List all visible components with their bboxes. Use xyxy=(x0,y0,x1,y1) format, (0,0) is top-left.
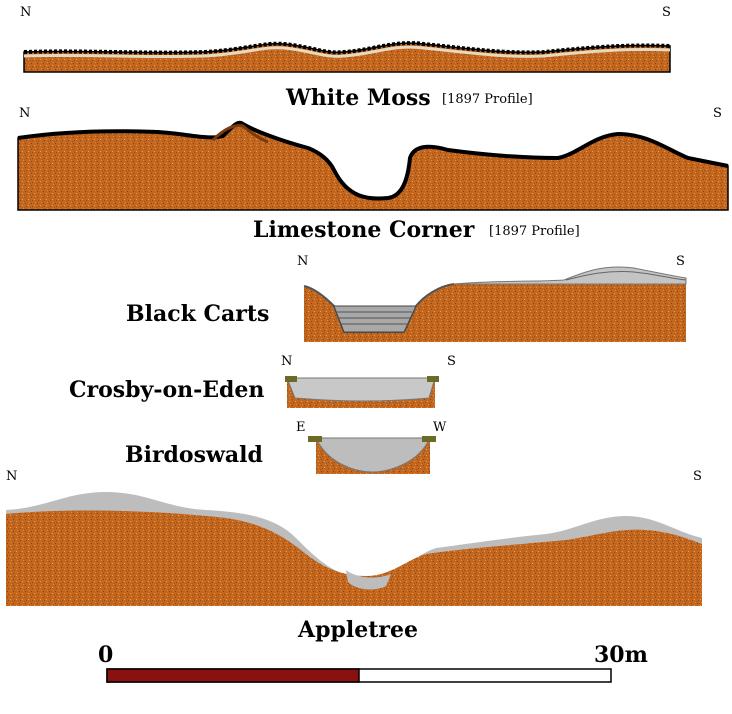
white-moss-north-label: N xyxy=(20,5,32,20)
limestone-corner-title: Limestone Corner xyxy=(253,217,475,243)
birdoswald-profile xyxy=(308,436,436,474)
black-carts-south-label: S xyxy=(676,254,685,269)
appletree-north-label: N xyxy=(6,469,18,484)
scale-start-label: 0 xyxy=(98,642,114,668)
limestone-north-label: N xyxy=(19,106,31,121)
crosby-north-label: N xyxy=(281,354,293,369)
birdoswald-west-label: W xyxy=(433,420,447,435)
black-carts-profile xyxy=(303,266,687,342)
black-carts-title: Black Carts xyxy=(126,301,270,327)
appletree-title: Appletree xyxy=(298,617,418,643)
birdoswald-title: Birdoswald xyxy=(125,442,263,468)
limestone-south-label: S xyxy=(713,106,722,121)
scale-bar-filled-segment xyxy=(106,668,360,683)
appletree-south-label: S xyxy=(693,469,702,484)
white-moss-note: [1897 Profile] xyxy=(442,92,533,107)
limestone-corner-note: [1897 Profile] xyxy=(489,224,580,239)
white-moss-title: White Moss xyxy=(286,85,431,111)
limestone-corner-profile xyxy=(17,120,729,211)
birdoswald-east-label: E xyxy=(296,420,306,435)
appletree-profile xyxy=(6,492,702,606)
white-moss-profile xyxy=(23,41,671,73)
black-carts-north-label: N xyxy=(297,254,309,269)
scale-end-label: 30m xyxy=(594,642,648,668)
crosby-south-label: S xyxy=(447,354,456,369)
scale-bar xyxy=(106,668,612,683)
crosby-on-eden-profile xyxy=(285,376,439,408)
white-moss-south-label: S xyxy=(662,5,671,20)
crosby-on-eden-title: Crosby-on-Eden xyxy=(69,377,265,403)
